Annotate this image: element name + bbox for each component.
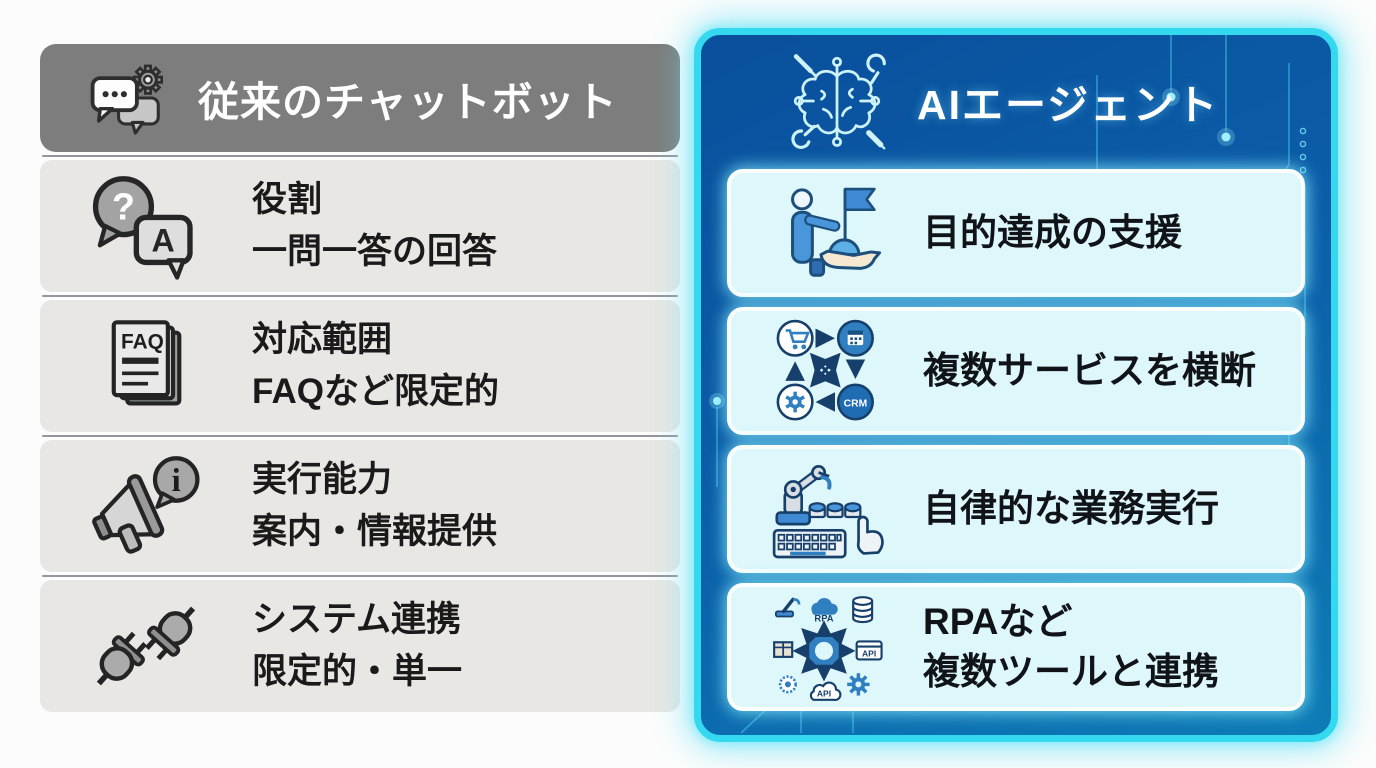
mini-api-cloud: API	[809, 681, 842, 701]
ai-agent-title: AIエージェント	[917, 82, 1220, 128]
svg-text:API: API	[862, 648, 876, 658]
card-autonomous-execution-line1: 自律的な業務実行	[923, 488, 1219, 530]
ai-agent-header: AIエージェント	[701, 35, 1331, 167]
card-cross-services-line1: 複数サービスを横断	[923, 350, 1256, 392]
row-separator	[42, 155, 678, 157]
row-role: ? A 役割 一問一答の回答	[40, 160, 680, 292]
row-role-line2: 一問一答の回答	[252, 232, 498, 271]
ai-agent-panel: AIエージェント 目的達成の支援	[694, 28, 1338, 742]
traditional-chatbot-title: 従来のチャットボット	[198, 79, 618, 125]
svg-text:CRM: CRM	[844, 398, 868, 409]
row-role-line1: 役割	[252, 179, 323, 219]
card-cross-services: CRM 複数サービスを横断	[727, 307, 1305, 435]
row-integration: システム連携 限定的・単一	[40, 580, 680, 712]
card-autonomous-execution: 自律的な業務実行	[727, 445, 1305, 573]
mini-robot-arm	[775, 597, 801, 618]
card-tool-integration: RPA API	[727, 583, 1305, 711]
tool-hub-icon: RPA API	[773, 596, 883, 701]
row-separator	[42, 435, 678, 437]
card-goal-support-line1: 目的達成の支援	[923, 212, 1182, 254]
card-tool-integration-line2: 複数ツールと連携	[923, 651, 1219, 692]
mini-sunburst-gear	[778, 675, 797, 694]
row-integration-line1: システム連携	[252, 599, 461, 639]
question-answer-bubbles-icon: ? A	[92, 176, 193, 280]
mini-gear	[847, 673, 870, 696]
traditional-chatbot-column: 従来のチャットボット ? A 役割 一問一答の回答 FAQ	[40, 44, 680, 712]
row-capability-line1: 実行能力	[252, 459, 393, 499]
traditional-chatbot-header: 従来のチャットボット	[40, 44, 680, 152]
chat-bubbles-gear-icon	[90, 64, 164, 135]
faq-documents-icon: FAQ	[111, 320, 182, 406]
row-separator	[42, 575, 678, 577]
row-scope-line2: FAQなど限定的	[252, 372, 499, 411]
mini-api-window: API	[855, 640, 883, 661]
row-capability-line2: 案内・情報提供	[252, 512, 498, 551]
svg-text:i: i	[172, 463, 181, 499]
cross-service-arrows-icon: CRM	[776, 319, 874, 421]
brain-tools-icon	[791, 53, 886, 150]
svg-text:FAQ: FAQ	[121, 330, 164, 353]
svg-text:API: API	[817, 688, 831, 698]
mini-database	[852, 596, 874, 624]
svg-text:A: A	[152, 223, 175, 259]
row-separator	[42, 295, 678, 297]
svg-text:RPA: RPA	[814, 614, 833, 625]
card-tool-integration-line1: RPAなど	[923, 601, 1073, 643]
row-scope-line1: 対応範囲	[252, 319, 393, 359]
megaphone-info-icon: i	[92, 456, 200, 554]
robot-arm-keyboard-icon	[772, 465, 884, 559]
card-goal-support: 目的達成の支援	[727, 169, 1305, 297]
goal-achievement-support-icon	[791, 187, 882, 277]
row-integration-line2: 限定的・単一	[252, 652, 463, 691]
svg-text:?: ?	[112, 186, 135, 228]
mini-package-box	[773, 641, 794, 658]
plug-connectors-icon	[96, 606, 196, 686]
row-capability: i 実行能力 案内・情報提供	[40, 440, 680, 572]
row-scope: FAQ 対応範囲 FAQなど限定的	[40, 300, 680, 432]
